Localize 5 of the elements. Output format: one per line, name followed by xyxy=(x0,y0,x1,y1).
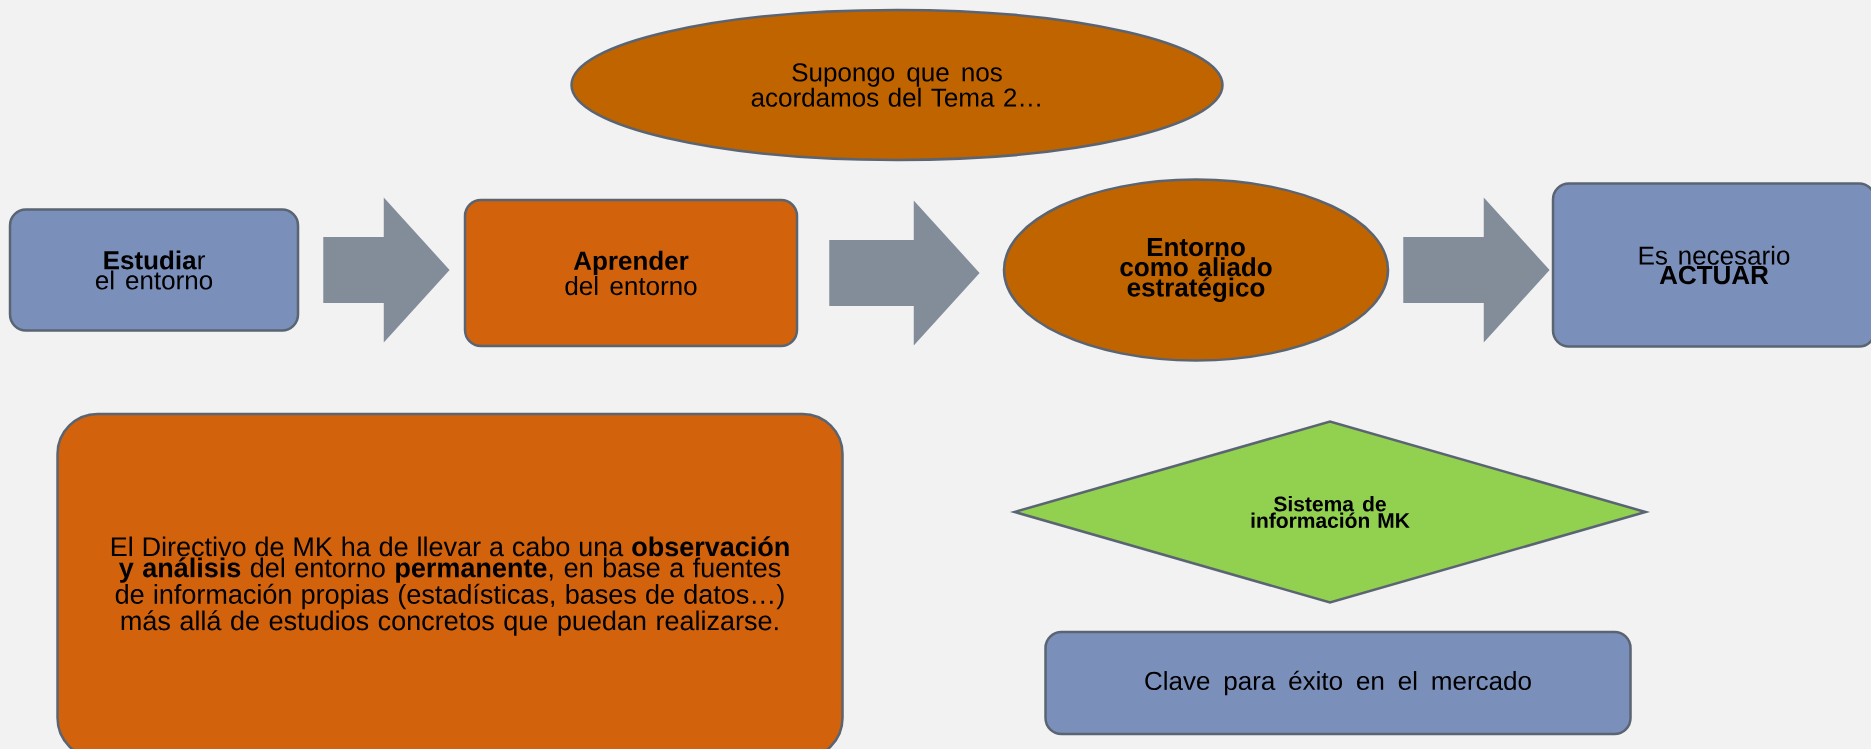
process-box: Es necesario ACTUAR xyxy=(1551,182,1871,348)
process-box: Estudiar el entorno xyxy=(8,208,300,332)
text-box: Clave para éxito en el mercado xyxy=(1044,630,1632,736)
text-box: El Directivo de MK ha de llevar a cabo una observación y análisis del entorno permanente, en base a fuentes de información propias (estadísticas, bases de datos…) más allá de estudios concretos que puedan realizarse. xyxy=(56,412,844,749)
process-box: Aprender del entorno xyxy=(463,198,799,348)
